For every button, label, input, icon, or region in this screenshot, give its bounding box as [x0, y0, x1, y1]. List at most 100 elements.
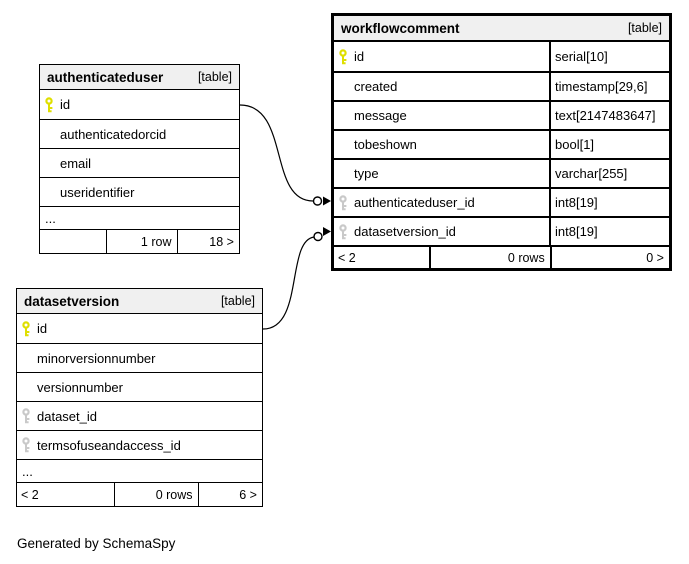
table-authenticateduser: authenticateduser [table] id authenticatedo…	[39, 64, 240, 254]
column-name: id	[354, 49, 365, 64]
table-name[interactable]: authenticateduser	[47, 69, 164, 85]
column-name-cell: useridentifier	[40, 178, 239, 206]
column-name-cell: dataset_id	[17, 402, 262, 430]
fk-connector-authenticateduser-authenticateduser_id	[239, 104, 331, 206]
table-badge: [table]	[197, 70, 232, 84]
column-type: varchar[255]	[555, 166, 628, 181]
column-name-cell: created	[334, 73, 551, 100]
foreign-key-slot	[21, 408, 37, 424]
connector-arrowhead	[323, 196, 331, 206]
column-rows: id authenticatedorcid email useridentifier	[40, 90, 239, 206]
relationship-curve	[262, 236, 315, 330]
column-row-authenticatedorcid[interactable]: authenticatedorcid	[40, 119, 239, 148]
relationship-curve	[239, 104, 314, 202]
column-row-id[interactable]: id	[17, 314, 262, 343]
column-row-email[interactable]: email	[40, 148, 239, 177]
column-row-dataset_id[interactable]: dataset_id	[17, 401, 262, 430]
column-row-type[interactable]: type varchar[255]	[334, 158, 669, 187]
primary-key-icon	[22, 320, 30, 336]
fk-connector-datasetversion-datasetversion_id	[262, 227, 331, 330]
table-name[interactable]: workflowcomment	[341, 20, 460, 36]
column-type: int8[19]	[555, 195, 598, 210]
optional-circle-marker	[313, 231, 323, 242]
column-name: email	[60, 155, 92, 171]
foreign-key-slot	[338, 194, 354, 211]
column-name-cell: datasetversion_id	[334, 218, 551, 245]
table-workflowcomment: workflowcomment [table] id serial[10] create…	[331, 13, 672, 271]
column-name-cell: termsofuseandaccess_id	[17, 431, 262, 459]
optional-circle-marker	[312, 196, 323, 206]
column-name-cell: authenticatedorcid	[40, 120, 239, 148]
column-name: termsofuseandaccess_id	[37, 437, 181, 453]
connector-arrowhead	[323, 227, 331, 236]
column-row-useridentifier[interactable]: useridentifier	[40, 177, 239, 206]
column-name: tobeshown	[354, 137, 417, 152]
column-name-cell: message	[334, 102, 551, 129]
column-row-id[interactable]: id	[40, 90, 239, 119]
foreign-key-icon	[22, 408, 30, 424]
column-name: created	[354, 79, 398, 94]
column-type: serial[10]	[555, 49, 608, 64]
column-rows: id serial[10] created timestamp[29,6] messag…	[334, 42, 669, 245]
foreign-key-icon	[22, 437, 30, 453]
table-header: authenticateduser [table]	[40, 65, 239, 90]
column-row-authenticateduser_id[interactable]: authenticateduser_id int8[19]	[334, 187, 669, 216]
more-columns-ellipsis: ...	[17, 459, 262, 482]
column-name: dataset_id	[37, 408, 97, 424]
column-name-cell: versionnumber	[17, 373, 262, 401]
generator-credit: Generated by SchemaSpy	[17, 536, 176, 551]
primary-key-slot	[21, 320, 37, 337]
column-type: int8[19]	[555, 224, 598, 239]
table-datasetversion: datasetversion [table] id minorversionnumbe…	[16, 288, 263, 507]
column-name: versionnumber	[37, 379, 123, 395]
column-type: timestamp[29,6]	[555, 79, 648, 94]
column-name: authenticateduser_id	[354, 195, 475, 210]
pager-prev	[40, 230, 106, 253]
column-row-termsofuseandaccess_id[interactable]: termsofuseandaccess_id	[17, 430, 262, 459]
more-columns-ellipsis: ...	[40, 206, 239, 229]
table-name[interactable]: datasetversion	[24, 293, 120, 309]
foreign-key-icon	[339, 194, 347, 210]
column-name-cell: id	[17, 314, 262, 343]
primary-key-slot	[44, 96, 60, 113]
table-header: workflowcomment [table]	[334, 16, 669, 42]
column-name: minorversionnumber	[37, 350, 156, 366]
pager-next[interactable]: 6 >	[197, 483, 262, 506]
column-name-cell: id	[334, 42, 551, 71]
table-badge: [table]	[220, 294, 255, 308]
column-row-minorversionnumber[interactable]: minorversionnumber	[17, 343, 262, 372]
column-name: authenticatedorcid	[60, 126, 167, 142]
column-row-created[interactable]: created timestamp[29,6]	[334, 71, 669, 100]
foreign-key-icon	[339, 223, 347, 239]
column-name: id	[60, 97, 71, 112]
column-name: datasetversion_id	[354, 224, 456, 239]
pager-next[interactable]: 0 >	[549, 247, 669, 268]
column-row-datasetversion_id[interactable]: datasetversion_id int8[19]	[334, 216, 669, 245]
column-name: useridentifier	[60, 184, 135, 200]
pager-prev[interactable]: < 2	[21, 487, 39, 502]
row-count: 0 rows	[114, 483, 197, 506]
column-row-versionnumber[interactable]: versionnumber	[17, 372, 262, 401]
row-count: 1 row	[106, 230, 176, 253]
column-name-cell: authenticateduser_id	[334, 189, 551, 216]
primary-key-slot	[338, 48, 354, 65]
column-name-cell: tobeshown	[334, 131, 551, 158]
column-rows: id minorversionnumber versionnumber dataset…	[17, 314, 262, 459]
column-name: message	[354, 108, 407, 123]
column-row-id[interactable]: id serial[10]	[334, 42, 669, 71]
pager-prev[interactable]: < 2	[338, 250, 356, 265]
table-badge: [table]	[627, 21, 662, 35]
pager-next[interactable]: 18 >	[176, 230, 239, 253]
foreign-key-slot	[21, 437, 37, 453]
row-count: 0 rows	[429, 247, 549, 268]
column-name-cell: id	[40, 90, 239, 119]
column-name-cell: minorversionnumber	[17, 344, 262, 372]
foreign-key-slot	[338, 223, 354, 240]
column-name-cell: type	[334, 160, 551, 187]
column-name-cell: email	[40, 149, 239, 177]
